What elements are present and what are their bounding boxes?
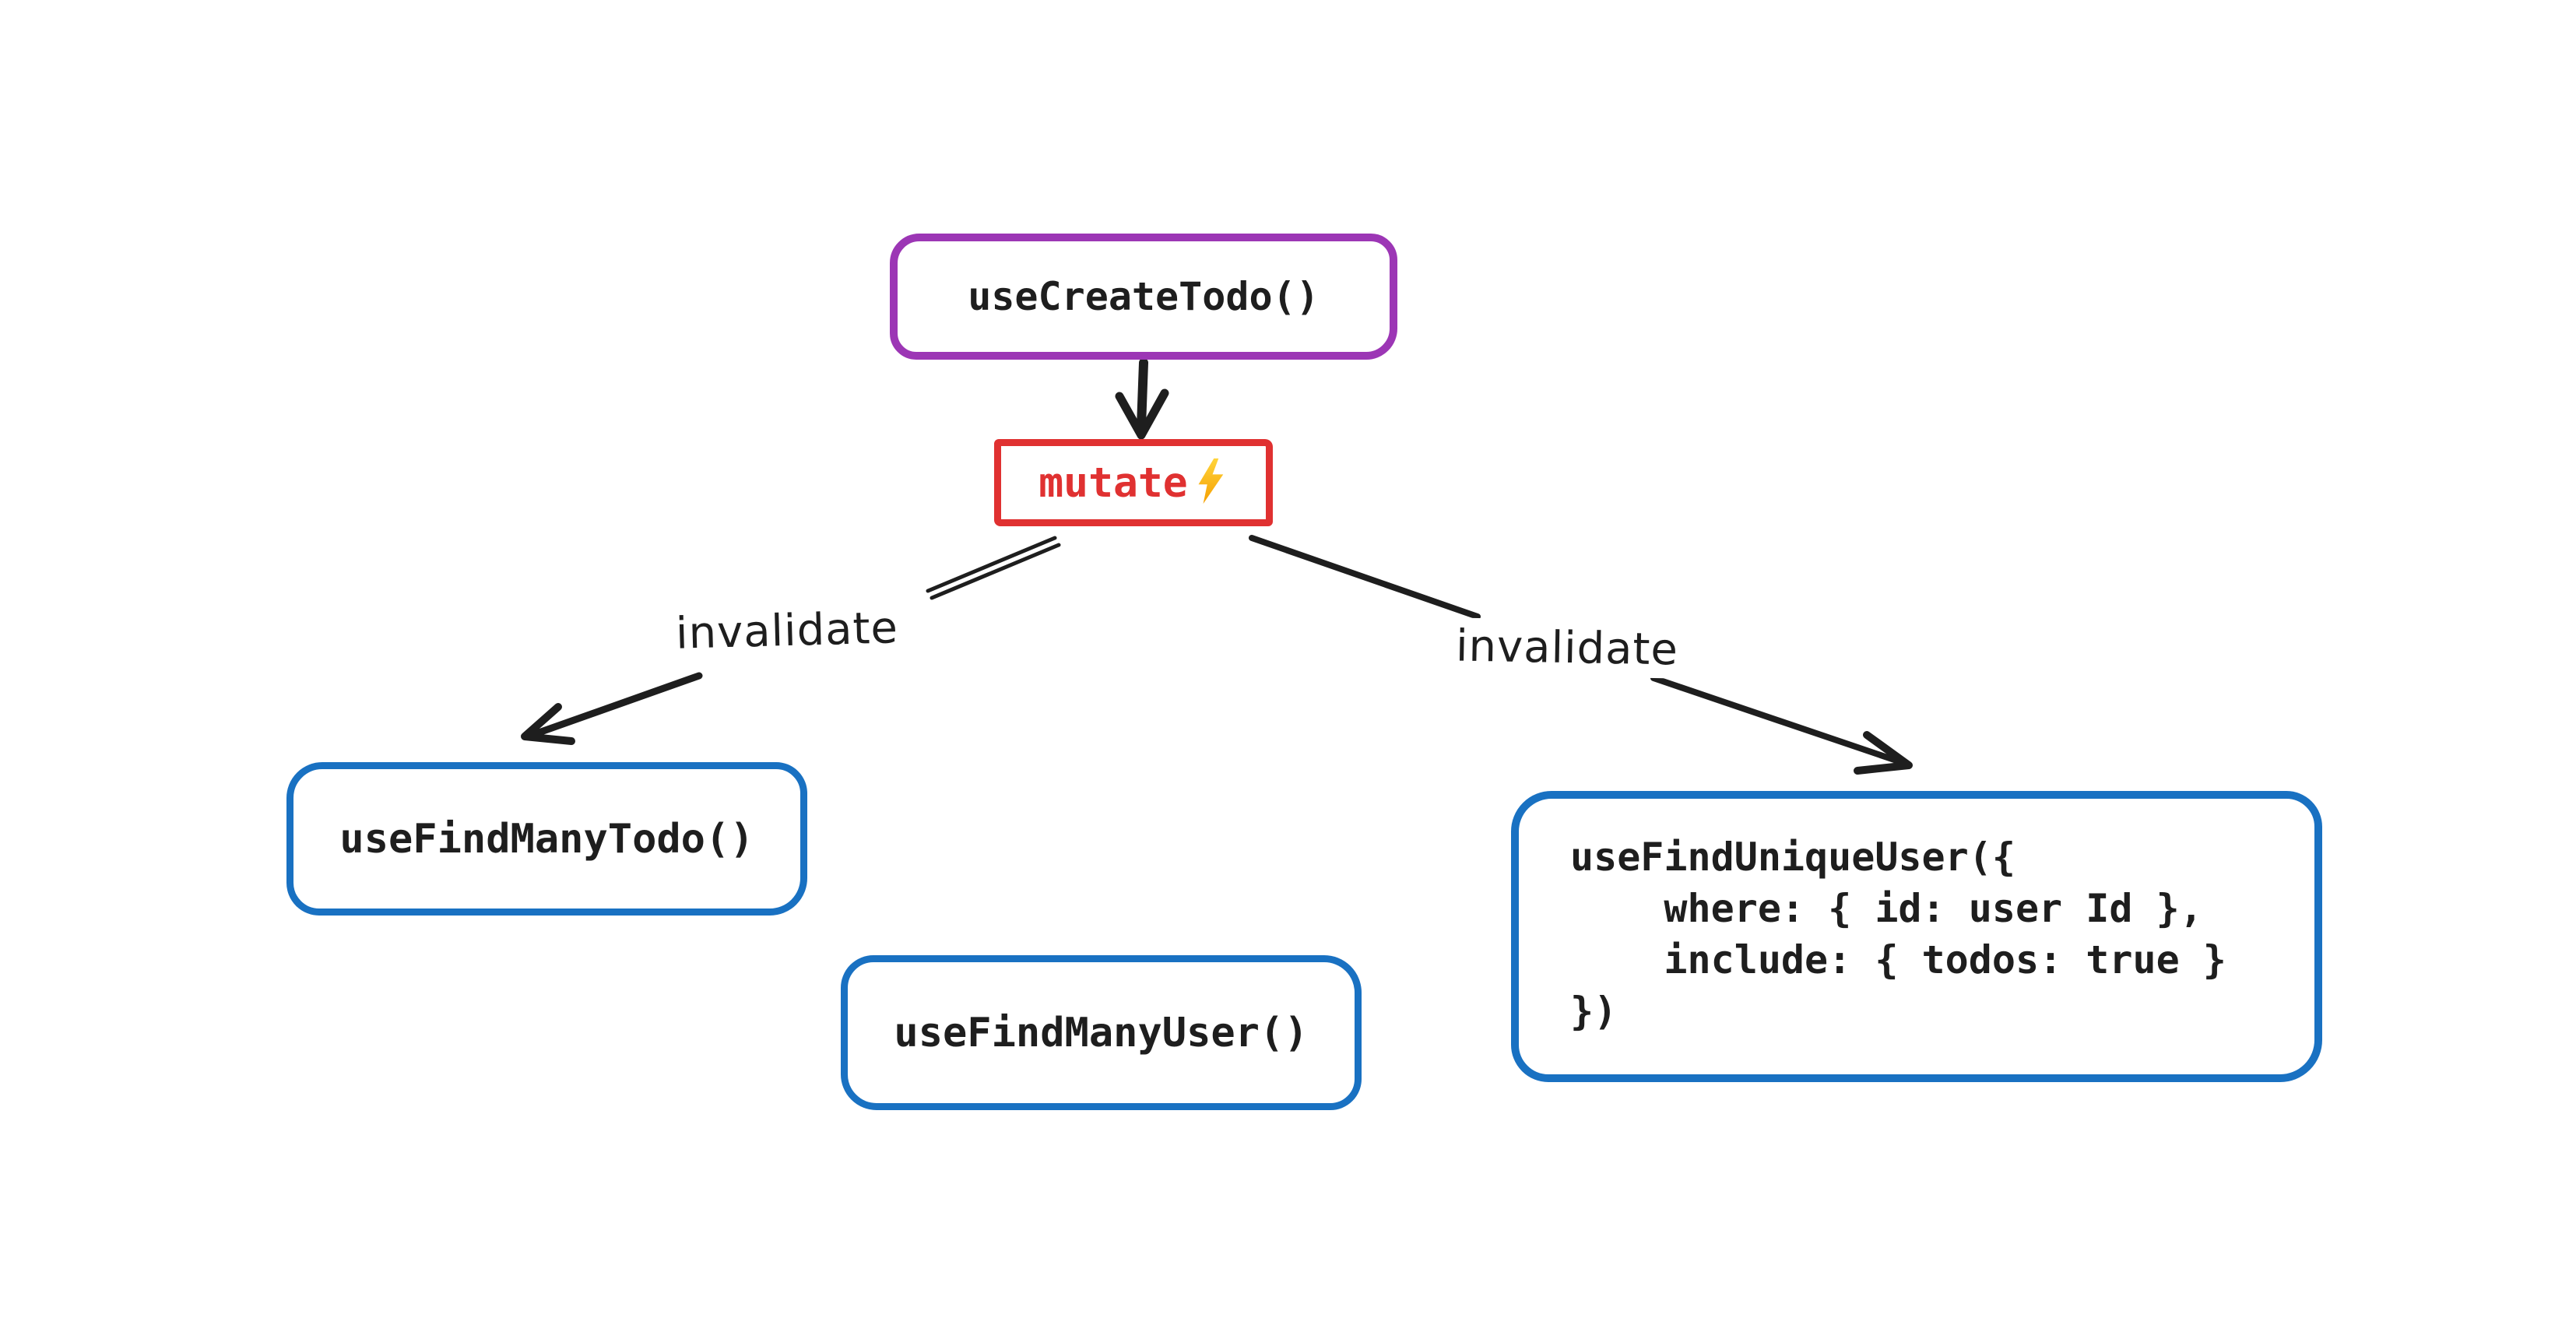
node-use-create-todo[interactable]: useCreateTodo() (890, 234, 1397, 360)
lightning-bolt-icon (1198, 458, 1224, 504)
edge-label-invalidate-left: invalidate (662, 599, 912, 663)
node-use-create-todo-label: useCreateTodo() (968, 274, 1320, 319)
edge-label-invalidate-right: invalidate (1443, 617, 1692, 679)
node-use-find-unique-user-code: useFindUniqueUser({ where: { id: user Id… (1570, 835, 2226, 1034)
node-use-find-many-user[interactable]: useFindManyUser() (841, 955, 1362, 1110)
arrow-create-to-mutate (1115, 358, 1169, 440)
node-use-find-many-todo[interactable]: useFindManyTodo() (286, 762, 807, 916)
node-use-find-many-todo-label: useFindManyTodo() (339, 815, 754, 863)
node-mutate-label: mutate (1038, 459, 1188, 507)
node-use-find-unique-user[interactable]: useFindUniqueUser({ where: { id: user Id… (1511, 791, 2322, 1082)
node-mutate[interactable]: mutate (994, 439, 1273, 526)
node-use-find-many-user-label: useFindManyUser() (894, 1009, 1309, 1056)
